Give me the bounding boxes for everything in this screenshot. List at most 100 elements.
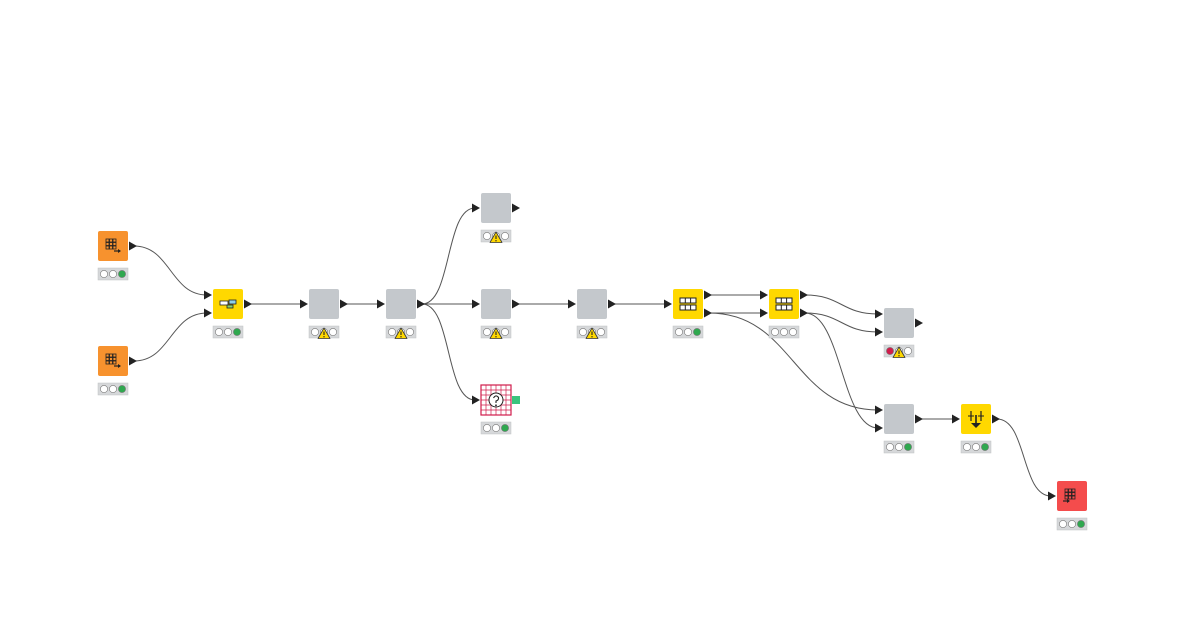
output-port[interactable] <box>512 203 520 213</box>
output-port[interactable] <box>915 318 923 328</box>
input-port[interactable] <box>472 395 480 405</box>
input-port[interactable] <box>875 423 883 433</box>
node-body[interactable] <box>481 289 511 319</box>
output-port[interactable] <box>512 299 520 309</box>
input-port[interactable] <box>377 299 385 309</box>
output-port[interactable] <box>129 356 137 366</box>
status-light-0 <box>483 424 491 432</box>
node-n12[interactable] <box>875 308 923 358</box>
status-light-0 <box>100 385 108 393</box>
connection-n1-n3[interactable] <box>133 245 208 296</box>
connection-layer <box>133 207 1052 497</box>
output-port[interactable] <box>129 241 137 251</box>
status-light-0 <box>1059 520 1067 528</box>
node-n7[interactable] <box>472 289 520 339</box>
output-port[interactable] <box>512 396 520 404</box>
input-port[interactable] <box>568 299 576 309</box>
table-writer-icon <box>1063 488 1076 503</box>
connection-n11-n13[interactable] <box>804 312 879 429</box>
connection-n5-n9[interactable] <box>421 303 476 401</box>
table-reader-icon <box>105 238 121 253</box>
node-n6[interactable] <box>472 193 520 243</box>
status-light-0 <box>311 328 319 336</box>
output-port[interactable] <box>704 290 712 300</box>
connection-n14-n15[interactable] <box>996 418 1052 497</box>
node-n11[interactable] <box>760 289 808 339</box>
status-light-2 <box>789 328 797 336</box>
input-port[interactable] <box>472 299 480 309</box>
node-status-indicator <box>672 325 704 339</box>
connection-n10-n13[interactable] <box>708 312 879 411</box>
status-light-0 <box>483 328 491 336</box>
status-light-2 <box>904 347 912 355</box>
status-light-1 <box>224 328 232 336</box>
splitter-icon <box>679 297 697 311</box>
input-port[interactable] <box>760 290 768 300</box>
node-status-indicator <box>97 267 129 281</box>
node-n5[interactable] <box>377 289 425 339</box>
node-body[interactable] <box>386 289 416 319</box>
node-n3[interactable] <box>204 289 252 339</box>
node-body[interactable] <box>577 289 607 319</box>
status-light-2 <box>597 328 605 336</box>
output-port[interactable] <box>340 299 348 309</box>
node-n10[interactable] <box>664 289 712 339</box>
input-port[interactable] <box>760 308 768 318</box>
splitter-icon <box>775 297 793 311</box>
input-port[interactable] <box>300 299 308 309</box>
output-port[interactable] <box>704 308 712 318</box>
node-n14[interactable] <box>952 404 1000 454</box>
input-port[interactable] <box>472 203 480 213</box>
status-light-2 <box>1077 520 1085 528</box>
node-n1[interactable] <box>97 231 137 281</box>
warning-icon <box>394 327 408 339</box>
status-light-2 <box>693 328 701 336</box>
connection-n11-n12[interactable] <box>804 312 879 333</box>
input-port[interactable] <box>1048 491 1056 501</box>
output-port[interactable] <box>915 414 923 424</box>
status-light-1 <box>109 385 117 393</box>
output-port[interactable] <box>244 299 252 309</box>
node-body[interactable] <box>884 308 914 338</box>
node-body[interactable] <box>309 289 339 319</box>
status-light-0 <box>771 328 779 336</box>
output-port[interactable] <box>800 290 808 300</box>
connection-n11-n12[interactable] <box>804 294 879 315</box>
node-n8[interactable] <box>568 289 616 339</box>
output-port[interactable] <box>608 299 616 309</box>
connection-n2-n3[interactable] <box>133 312 208 362</box>
node-n4[interactable] <box>300 289 348 339</box>
table-reader-icon <box>105 353 121 368</box>
node-body[interactable] <box>769 289 799 319</box>
output-port[interactable] <box>417 299 425 309</box>
input-port[interactable] <box>875 327 883 337</box>
node-body[interactable] <box>481 193 511 223</box>
node-status-indicator <box>97 382 129 396</box>
input-port[interactable] <box>875 309 883 319</box>
node-status-indicator <box>960 440 992 454</box>
node-n9[interactable] <box>472 384 520 435</box>
output-port[interactable] <box>800 308 808 318</box>
status-light-2 <box>501 328 509 336</box>
node-n2[interactable] <box>97 346 137 396</box>
status-light-0 <box>388 328 396 336</box>
status-light-1 <box>109 270 117 278</box>
node-body[interactable] <box>884 404 914 434</box>
input-port[interactable] <box>952 414 960 424</box>
input-port[interactable] <box>664 299 672 309</box>
node-n13[interactable] <box>875 404 923 454</box>
status-light-2 <box>501 424 509 432</box>
warning-icon <box>489 327 503 339</box>
input-port[interactable] <box>875 405 883 415</box>
node-status-indicator <box>480 421 512 435</box>
input-port[interactable] <box>204 308 212 318</box>
node-n15[interactable] <box>1048 481 1088 531</box>
connection-n5-n6[interactable] <box>421 207 476 305</box>
sorter-icon <box>968 411 984 428</box>
joiner-icon <box>219 299 237 309</box>
node-body[interactable] <box>673 289 703 319</box>
input-port[interactable] <box>204 290 212 300</box>
output-port[interactable] <box>992 414 1000 424</box>
status-light-2 <box>329 328 337 336</box>
